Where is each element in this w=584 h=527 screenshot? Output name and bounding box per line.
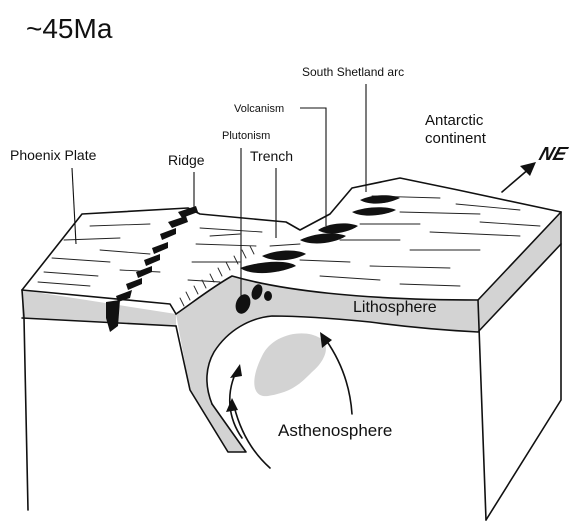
ridge-label: Ridge (168, 152, 205, 168)
diagram-title: ~45Ma (26, 13, 113, 44)
volcanic-arc-lenses (240, 195, 400, 273)
block-front-right-vertical (478, 300, 486, 520)
antarctic-lithosphere-side (478, 212, 561, 332)
phoenix-lithosphere (22, 290, 176, 326)
phoenix-plate-label: Phoenix Plate (10, 147, 97, 163)
antarctic-label-line2: continent (425, 130, 487, 147)
leader-lines (72, 84, 366, 296)
north-east-arrow: NE (502, 143, 571, 192)
lithosphere-label: Lithosphere (353, 299, 437, 316)
plutonism-label: Plutonism (222, 130, 270, 142)
direction-label: NE (536, 143, 570, 164)
asthenosphere-plume (254, 333, 326, 396)
block-left-side (22, 290, 28, 510)
south-shetland-arc-label: South Shetland arc (302, 65, 404, 79)
antarctic-label-line1: Antarctic (425, 112, 484, 129)
trench-label: Trench (250, 148, 293, 164)
asthenosphere-label: Asthenosphere (278, 421, 392, 440)
volcanism-label: Volcanism (234, 103, 284, 115)
